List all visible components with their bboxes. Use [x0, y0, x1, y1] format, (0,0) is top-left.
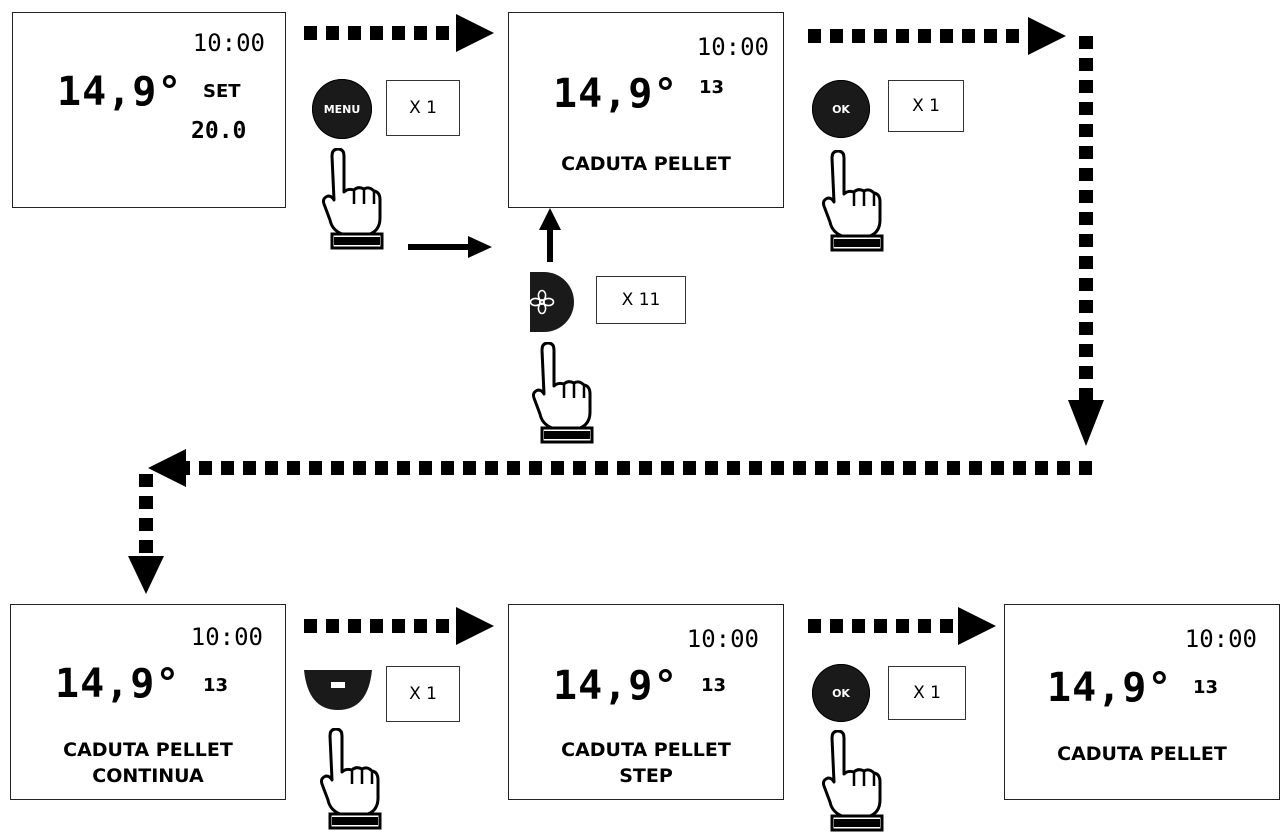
pointing-hand-icon: [822, 150, 884, 252]
set-value: 20.0: [191, 118, 247, 144]
pointing-hand-icon: [822, 730, 884, 832]
arrowhead: [128, 556, 164, 594]
pointing-hand-icon: [532, 342, 594, 444]
temperature-reading: 14,9°: [57, 69, 183, 115]
menu-button[interactable]: MENU: [312, 79, 372, 139]
press-count-menu: X 1: [386, 80, 460, 136]
display-panel-caduta-continua: 10:00 14,9° 13 CADUTA PELLET CONTINUA: [10, 604, 286, 800]
clock-time: 10:00: [686, 625, 759, 653]
temperature-reading: 14,9°: [553, 71, 679, 117]
press-count-minus: X 1: [386, 666, 460, 722]
display-panel-caduta-step: 10:00 14,9° 13 CADUTA PELLET STEP: [508, 604, 784, 800]
arrowhead: [456, 607, 494, 645]
press-count-ok: X 1: [888, 666, 966, 720]
set-label: SET: [203, 81, 241, 102]
arrowhead: [148, 449, 186, 487]
ok-button[interactable]: OK: [812, 664, 870, 722]
clock-time: 10:00: [1184, 625, 1257, 653]
temperature-reading: 14,9°: [1047, 665, 1173, 711]
menu-label-line1: CADUTA PELLET: [1057, 743, 1227, 765]
display-panel-caduta-pellet: 10:00 14,9° 13 CADUTA PELLET: [508, 12, 784, 208]
pointing-hand-icon: [320, 728, 382, 830]
menu-label-line1: CADUTA PELLET: [561, 153, 731, 175]
menu-label-line1: CADUTA PELLET: [63, 739, 233, 761]
pointing-hand-icon: [322, 148, 384, 250]
arrowhead: [1068, 400, 1104, 446]
minus-button-icon[interactable]: [302, 668, 374, 712]
parameter-number: 13: [701, 675, 727, 696]
arrowhead: [958, 607, 996, 645]
clock-time: 10:00: [192, 29, 265, 57]
menu-label-line2: CONTINUA: [92, 765, 204, 787]
temperature-reading: 14,9°: [553, 663, 679, 709]
press-count-fan: X 11: [596, 276, 686, 324]
clock-time: 10:00: [190, 623, 263, 651]
menu-label-line1: CADUTA PELLET: [561, 739, 731, 761]
parameter-number: 13: [1193, 677, 1219, 698]
menu-label-line2: STEP: [619, 765, 673, 787]
press-count-ok: X 1: [888, 80, 964, 132]
parameter-number: 13: [203, 675, 229, 696]
ok-button[interactable]: OK: [812, 80, 870, 138]
arrowhead: [1028, 17, 1066, 55]
fan-button-icon[interactable]: [526, 270, 578, 334]
temperature-reading: 14,9°: [55, 661, 181, 707]
display-panel-caduta-confirmed: 10:00 14,9° 13 CADUTA PELLET: [1004, 604, 1280, 800]
arrowhead: [456, 14, 494, 52]
clock-time: 10:00: [696, 33, 769, 61]
parameter-number: 13: [699, 77, 725, 98]
display-panel-main: 10:00 14,9° SET 20.0: [12, 12, 286, 208]
